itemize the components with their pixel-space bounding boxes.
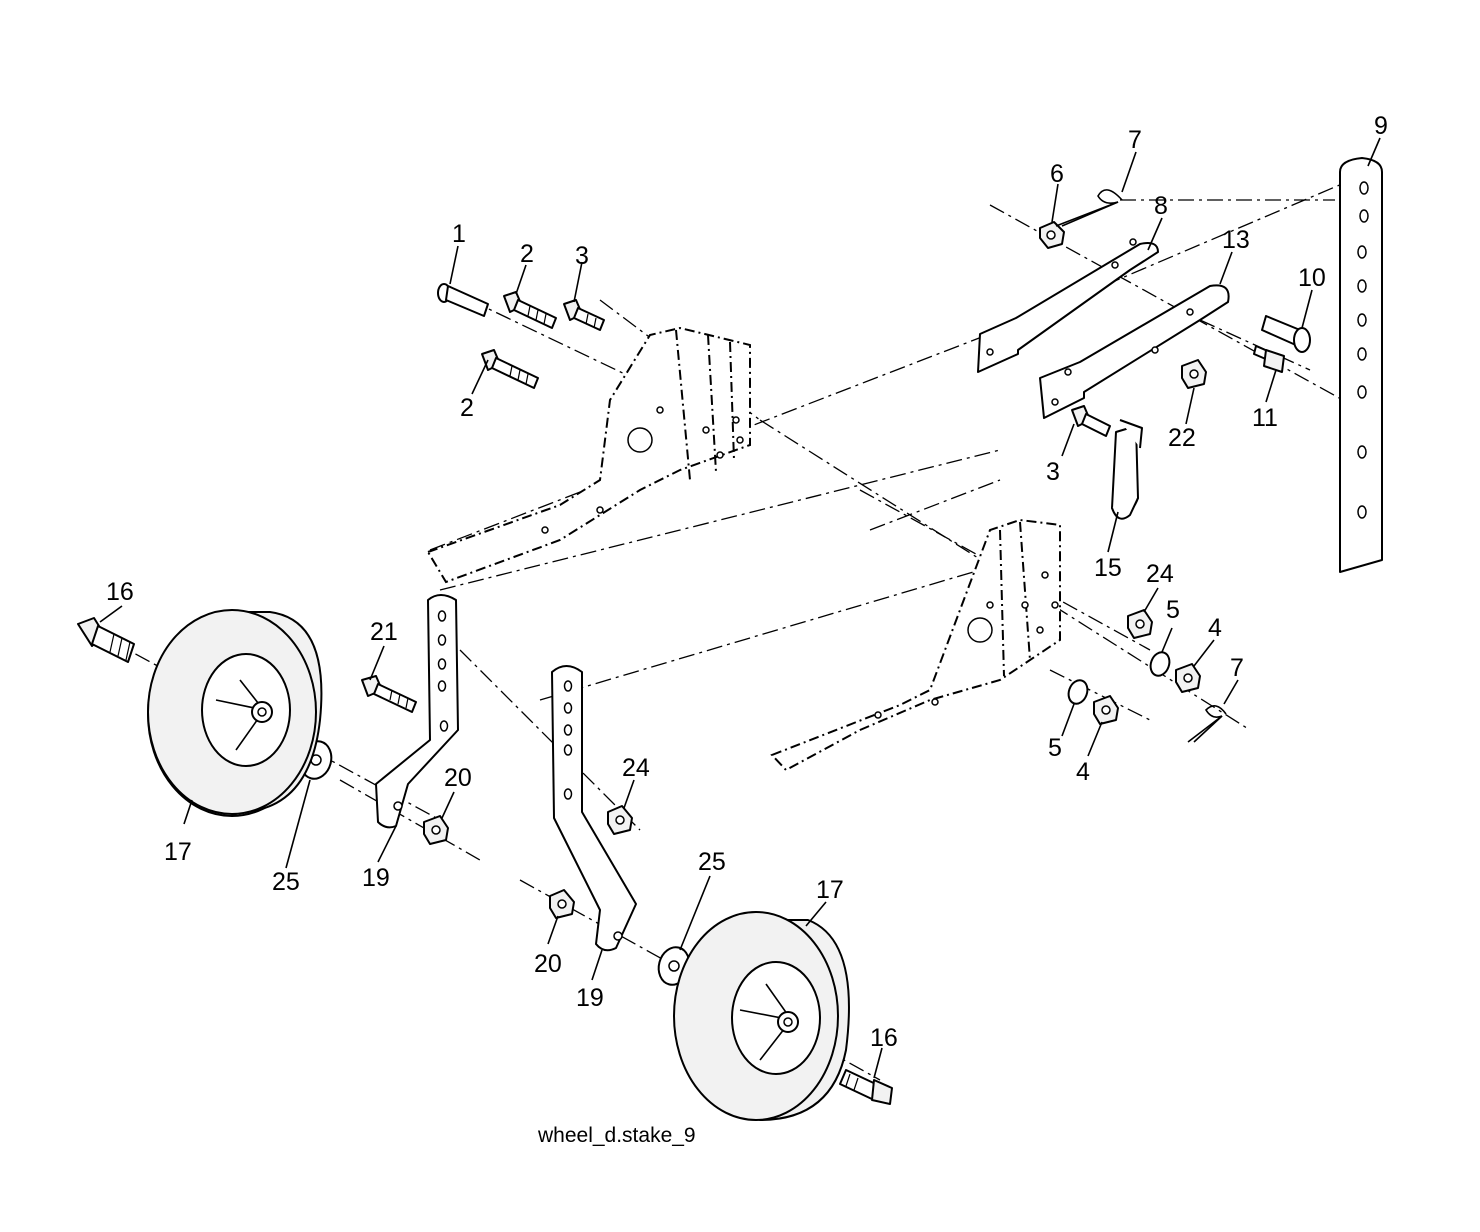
- hole: [1357, 313, 1367, 327]
- hole: [437, 658, 447, 670]
- tiller-frame-right: [770, 518, 1061, 772]
- callout-19: 19: [576, 984, 604, 1012]
- pin-1: [437, 283, 489, 317]
- hairpin-7-lower: [1187, 705, 1227, 743]
- washer-5-right: [1149, 651, 1171, 677]
- hole: [1357, 245, 1367, 259]
- callout-17: 17: [164, 838, 192, 866]
- wheel-17-right: [673, 911, 850, 1121]
- hole: [563, 680, 573, 692]
- callout-8: 8: [1154, 192, 1168, 220]
- depth-stake: [1339, 157, 1383, 573]
- callout-24: 24: [622, 754, 650, 782]
- callout-16: 16: [870, 1024, 898, 1052]
- tiller-frame-left: [426, 326, 751, 584]
- hole: [563, 702, 573, 714]
- nut-4-left: [1093, 695, 1119, 725]
- axle-bolt-16-left: [77, 617, 135, 663]
- hole: [1357, 445, 1367, 459]
- callout-10: 10: [1298, 264, 1326, 292]
- callout-17: 17: [816, 876, 844, 904]
- callout-24: 24: [1146, 560, 1174, 588]
- hole: [1359, 209, 1369, 223]
- hole: [1357, 505, 1367, 519]
- hole: [1359, 181, 1369, 195]
- hole: [437, 610, 447, 622]
- bolt-3-upper: [563, 299, 605, 331]
- hole: [437, 680, 447, 692]
- callout-3: 3: [575, 242, 589, 270]
- nut-6: [1039, 221, 1065, 249]
- callout-25: 25: [272, 868, 300, 896]
- hole: [437, 634, 447, 646]
- hole: [563, 788, 573, 800]
- callout-7: 7: [1128, 126, 1142, 154]
- callout-4: 4: [1076, 758, 1090, 786]
- clip-15: [1111, 419, 1143, 520]
- nut-20-lower: [549, 889, 575, 919]
- callout-21: 21: [370, 618, 398, 646]
- nut-22: [1181, 359, 1207, 389]
- callout-numbers: 1 2 2 3 3 4 4 5 5 6 7 7 8 9 10 11 13 15 …: [106, 112, 1388, 1052]
- callout-leaders: [99, 137, 1381, 1079]
- hole: [1357, 279, 1367, 293]
- diagram-caption: wheel_d.stake_9: [537, 1124, 696, 1147]
- hole: [563, 744, 573, 756]
- nut-24-right: [1127, 609, 1153, 639]
- nut-20-upper: [423, 815, 449, 845]
- callout-19: 19: [362, 864, 390, 892]
- callout-15: 15: [1094, 554, 1122, 582]
- callout-2: 2: [460, 394, 474, 422]
- bolt-2-upper: [503, 291, 557, 329]
- callout-3: 3: [1046, 458, 1060, 486]
- pin-10: [1261, 315, 1311, 353]
- hole: [1357, 385, 1367, 399]
- callout-16: 16: [106, 578, 134, 606]
- callout-22: 22: [1168, 424, 1196, 452]
- callout-20: 20: [534, 950, 562, 978]
- axle-bolt-16-right: [839, 1069, 893, 1105]
- callout-13: 13: [1222, 226, 1250, 254]
- bracket-13: [1039, 284, 1230, 419]
- bolt-21: [361, 675, 417, 713]
- hole: [563, 724, 573, 736]
- callout-7: 7: [1230, 654, 1244, 682]
- bolt-11: [1253, 345, 1285, 373]
- callout-2: 2: [520, 240, 534, 268]
- callout-11: 11: [1252, 404, 1278, 432]
- hairpin-7-upper: [1055, 189, 1123, 227]
- callout-25: 25: [698, 848, 726, 876]
- nut-24-left: [607, 805, 633, 835]
- nut-4-right: [1175, 663, 1201, 693]
- wheel-bracket-19-right: [551, 665, 637, 952]
- callout-5: 5: [1048, 734, 1062, 762]
- callout-1: 1: [452, 220, 466, 248]
- callout-5: 5: [1166, 596, 1180, 624]
- wheel-17-left: [147, 609, 323, 817]
- bolt-2-lower: [481, 349, 539, 389]
- hole: [439, 720, 449, 732]
- callout-6: 6: [1050, 160, 1064, 188]
- bracket-8: [977, 238, 1159, 373]
- washer-5-left: [1067, 679, 1089, 705]
- callout-9: 9: [1374, 112, 1388, 140]
- callout-4: 4: [1208, 614, 1222, 642]
- callout-20: 20: [444, 764, 472, 792]
- hole: [1357, 347, 1367, 361]
- bolt-3-lower: [1071, 405, 1111, 437]
